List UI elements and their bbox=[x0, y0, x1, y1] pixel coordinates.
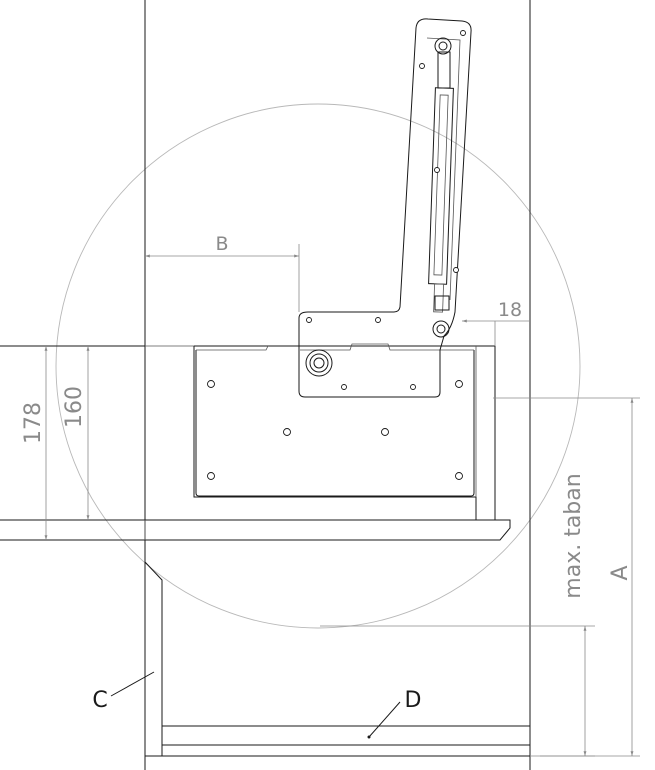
bottom-pivot-inner bbox=[436, 324, 446, 334]
hinge-hole bbox=[460, 30, 466, 36]
plate-hole bbox=[381, 428, 389, 436]
hinge-hole bbox=[453, 267, 459, 273]
plate-hole bbox=[283, 428, 291, 436]
callout-c-label: C bbox=[92, 688, 107, 713]
plate-hole bbox=[207, 472, 215, 480]
swing-arc bbox=[55, 103, 581, 629]
top-pivot-outer bbox=[434, 37, 452, 55]
gas-spring-end bbox=[434, 295, 450, 311]
dim-b-label: B bbox=[215, 233, 228, 255]
hinge-hole bbox=[410, 384, 416, 390]
lid-back-panel bbox=[194, 345, 496, 520]
top-pivot-inner bbox=[438, 41, 448, 51]
hinge-hole bbox=[434, 167, 440, 173]
gas-spring-mount bbox=[437, 51, 451, 89]
dim-160-label: 160 bbox=[62, 386, 87, 428]
lower-side-panel bbox=[144, 561, 163, 756]
plate-hole bbox=[455, 472, 463, 480]
mounting-plate bbox=[195, 350, 475, 497]
callout-d-leader bbox=[368, 701, 401, 738]
hinge-arm-inner bbox=[426, 37, 461, 301]
callout-d-dot bbox=[367, 735, 371, 739]
main-pivot-mid bbox=[309, 353, 329, 373]
plate-top-edge bbox=[196, 343, 474, 351]
bottom-pivot-outer bbox=[432, 320, 450, 338]
plate-hole bbox=[455, 380, 463, 388]
callout-c-leader bbox=[110, 671, 155, 697]
hinge-hole bbox=[375, 317, 381, 323]
plate-hole bbox=[207, 380, 215, 388]
main-pivot-outer bbox=[305, 349, 333, 377]
lid-inner-panel bbox=[193, 346, 477, 520]
hinge-hole bbox=[306, 317, 312, 323]
dim-18-label: 18 bbox=[498, 299, 522, 321]
gas-spring-inner bbox=[433, 94, 449, 276]
hinge-body bbox=[298, 18, 472, 398]
dim-a-label: A bbox=[608, 565, 633, 580]
shelf-board bbox=[0, 519, 511, 541]
main-pivot-inner bbox=[313, 357, 325, 369]
dim-178-label: 178 bbox=[21, 402, 46, 444]
gas-spring-rod bbox=[433, 283, 444, 313]
hinge-hole bbox=[341, 384, 347, 390]
hinge-hole bbox=[419, 63, 425, 69]
dim-maxtaban-label: max. taban bbox=[561, 473, 586, 598]
gas-spring-cylinder bbox=[428, 87, 454, 285]
callout-d-label: D bbox=[405, 688, 422, 713]
